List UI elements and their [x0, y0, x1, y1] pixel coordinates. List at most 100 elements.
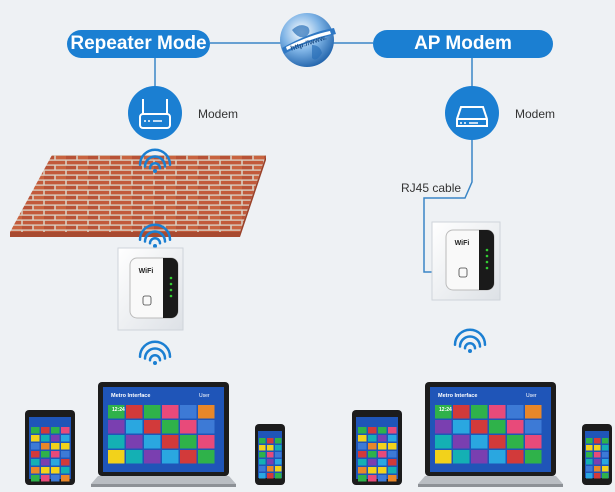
app-tile: [41, 427, 50, 434]
app-tile: [162, 405, 179, 419]
app-tile: [453, 420, 470, 434]
app-tile: [594, 473, 601, 479]
app-tile: [594, 438, 601, 444]
wifi-icon: [138, 223, 172, 248]
tablet: [352, 410, 402, 485]
app-tile: [162, 420, 179, 434]
app-tile: [61, 435, 70, 442]
app-tile: [602, 459, 609, 465]
app-tile: [275, 459, 282, 465]
app-tile: [108, 450, 125, 464]
ap-modem-label: Modem: [515, 107, 556, 121]
brick-wall: [10, 155, 266, 237]
app-tile: [586, 459, 593, 465]
app-tile: [594, 459, 601, 465]
app-tile: [388, 435, 397, 442]
app-tile: [586, 466, 593, 472]
app-tile: [489, 405, 506, 419]
app-tile: [358, 427, 367, 434]
app-tile: [586, 452, 593, 458]
app-tile: [162, 435, 179, 449]
app-tile: [31, 459, 40, 466]
tablet: [25, 410, 75, 485]
app-tile: [388, 443, 397, 450]
app-tile: [368, 467, 377, 474]
device-brand-label: WiFi: [455, 240, 470, 247]
app-tile: [435, 405, 452, 419]
app-tile: [388, 451, 397, 458]
app-tile: [378, 443, 387, 450]
smartphone: [582, 424, 612, 485]
laptop: [418, 382, 563, 487]
app-tile: [586, 473, 593, 479]
wifi-signals: [138, 148, 487, 365]
app-tile: [180, 405, 197, 419]
app-tile: [61, 475, 70, 482]
app-tile: [144, 405, 161, 419]
app-tile: [453, 405, 470, 419]
app-tile: [126, 420, 143, 434]
app-tile: [378, 427, 387, 434]
app-tile: [525, 405, 542, 419]
app-tile: [453, 450, 470, 464]
app-tile: [602, 452, 609, 458]
app-tile: [41, 451, 50, 458]
app-tile: [126, 405, 143, 419]
app-tile: [388, 427, 397, 434]
app-tile: [368, 459, 377, 466]
laptop-clock-tile: 12:24: [439, 407, 452, 413]
app-tile: [61, 451, 70, 458]
internet-globe-icon: [280, 13, 336, 67]
ap-modem-title: AP Modem: [373, 30, 553, 58]
smartphone: [255, 424, 285, 485]
app-tile: [61, 467, 70, 474]
app-tile: [267, 445, 274, 451]
app-tile: [602, 438, 609, 444]
client-devices-repeater: [25, 382, 285, 487]
app-tile: [453, 435, 470, 449]
app-tile: [602, 445, 609, 451]
app-tile: [259, 452, 266, 458]
app-tile: [602, 473, 609, 479]
laptop-user-label: User: [199, 393, 210, 399]
app-tile: [489, 420, 506, 434]
app-tile: [275, 473, 282, 479]
app-tile: [51, 451, 60, 458]
app-tile: [144, 435, 161, 449]
app-tile: [525, 435, 542, 449]
app-tile: [368, 427, 377, 434]
app-tile: [126, 450, 143, 464]
repeater-modem-icon: [128, 86, 182, 140]
rj45-cable: [423, 138, 473, 273]
rj45-cable-label: RJ45 cable: [401, 181, 462, 195]
app-tile: [41, 459, 50, 466]
app-tile: [31, 443, 40, 450]
app-tile: [388, 459, 397, 466]
app-tile: [507, 405, 524, 419]
app-tile: [259, 459, 266, 465]
app-tile: [275, 452, 282, 458]
app-tile: [471, 420, 488, 434]
app-tile: [31, 427, 40, 434]
app-tile: [41, 475, 50, 482]
app-tile: [259, 473, 266, 479]
app-tile: [388, 467, 397, 474]
app-tile: [144, 420, 161, 434]
repeater-extender-device: WiFi: [117, 247, 184, 331]
app-tile: [435, 450, 452, 464]
app-tile: [594, 452, 601, 458]
app-tile: [61, 459, 70, 466]
app-tile: [507, 435, 524, 449]
app-tile: [259, 445, 266, 451]
app-tile: [525, 420, 542, 434]
wifi-icon: [138, 148, 172, 173]
app-tile: [378, 459, 387, 466]
app-tile: [594, 466, 601, 472]
app-tile: [358, 443, 367, 450]
app-tile: [368, 451, 377, 458]
app-tile: [61, 427, 70, 434]
app-tile: [471, 450, 488, 464]
app-tile: [180, 435, 197, 449]
app-tile: [198, 420, 215, 434]
app-tile: [275, 438, 282, 444]
